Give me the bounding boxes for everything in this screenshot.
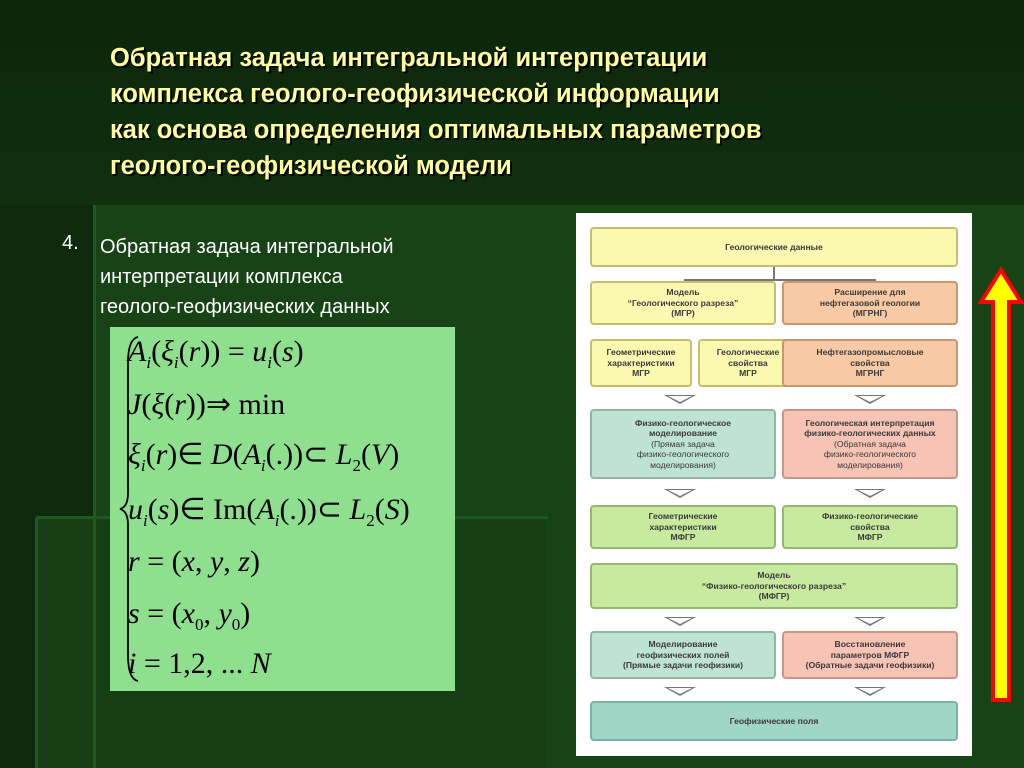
equation-3: ξi(r)∈ D(Ai(.))⊂ L2(V) <box>128 438 400 475</box>
slide-title: Обратная задача интегральной интерпретац… <box>110 40 990 184</box>
arrow-down <box>664 395 696 404</box>
box-model-mfgr: Модель“Физико-геологического разреза”(МФ… <box>590 563 958 609</box>
equation-7: i = 1,2, ... N <box>128 647 271 680</box>
arrow-down <box>664 687 696 696</box>
arrow-down <box>854 617 886 626</box>
list-item-text: Обратная задача интегральной интерпретац… <box>100 232 480 322</box>
brace-symbol <box>119 336 139 682</box>
box-model-mgr: Модель“Геологического разреза”(МГР) <box>590 281 776 325</box>
connector <box>773 267 775 281</box>
box-geological-data: Геологические данные <box>590 227 958 267</box>
connector <box>684 279 876 281</box>
box-geophysical-fields: Геофизические поля <box>590 701 958 741</box>
item-line: геолого-геофизических данных <box>100 296 390 318</box>
divider-vertical-lower <box>35 518 38 768</box>
equation-6: s = (x0, y0) <box>128 597 251 634</box>
item-line: Обратная задача интегральной <box>100 236 394 258</box>
arrow-down <box>664 489 696 498</box>
arrow-down <box>854 687 886 696</box>
header-background <box>0 0 1024 205</box>
divider-vertical <box>93 205 96 768</box>
title-line: как основа определения оптимальных парам… <box>110 116 762 144</box>
equation-system: Ai(ξi(r)) = ui(s) J(ξ(r))⇒ min ξi(r)∈ D(… <box>110 327 455 691</box>
title-line: Обратная задача интегральной интерпретац… <box>110 44 708 72</box>
arrow-down <box>854 395 886 404</box>
item-line: интерпретации комплекса <box>100 266 343 288</box>
arrow-down <box>664 617 696 626</box>
equation-1: Ai(ξi(r)) = ui(s) <box>128 335 304 372</box>
upward-arrow-icon <box>977 266 1024 702</box>
arrow-down <box>854 489 886 498</box>
title-line: геолого-геофизической модели <box>110 152 512 180</box>
flowchart-panel: Геологические данные Модель“Геологическо… <box>576 213 972 756</box>
list-item-number: 4. <box>62 232 79 254</box>
equation-4: ui(s)∈ Im(Ai(.))⊂ L2(S) <box>128 493 410 530</box>
title-line: комплекса геолого-геофизической информац… <box>110 80 720 108</box>
equation-2: J(ξ(r))⇒ min <box>128 388 286 421</box>
equation-5: r = (x, y, z) <box>128 545 260 578</box>
